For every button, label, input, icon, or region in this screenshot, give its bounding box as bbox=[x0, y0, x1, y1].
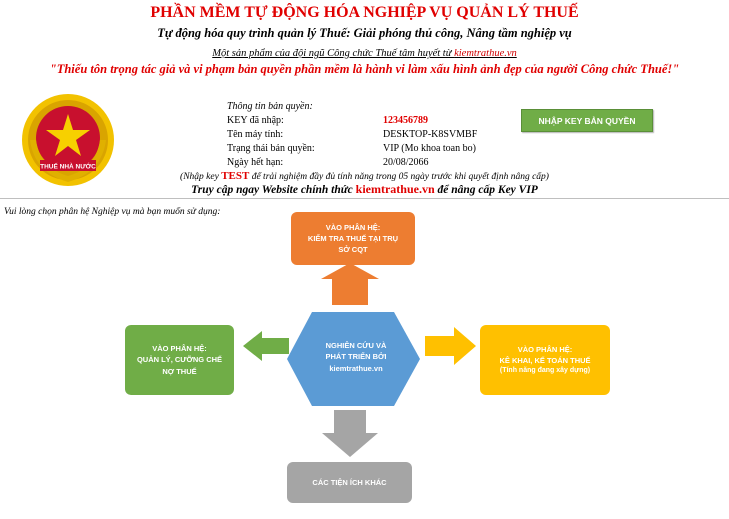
license-status-label: Trạng thái bản quyền: bbox=[227, 143, 315, 154]
module-tax-debt-line1: VÀO PHÂN HỆ: bbox=[152, 344, 207, 354]
center-line2: PHÁT TRIỂN BỞI bbox=[325, 352, 387, 362]
module-tax-accounting-button[interactable]: VÀO PHÂN HỆ: KÊ KHAI, KẾ TOÁN THUẾ (Tính… bbox=[480, 325, 610, 395]
module-tax-inspection-line2: KIỂM TRA THUẾ TẠI TRỤ bbox=[307, 233, 399, 243]
module-tax-accounting-line2: KÊ KHAI, KẾ TOÁN THUẾ bbox=[499, 355, 591, 365]
right-arrow-icon bbox=[425, 327, 476, 365]
module-tax-accounting-line3: (Tính năng đang xây dựng) bbox=[499, 367, 591, 374]
enter-license-key-button[interactable]: NHẬP KEY BẢN QUYỀN bbox=[521, 109, 653, 132]
expiry-date-label: Ngày hết hạn: bbox=[227, 157, 284, 168]
visit-suffix: để nâng cấp Key VIP bbox=[434, 184, 538, 196]
center-hexagon-text: NGHIÊN CỨU VÀ PHÁT TRIỂN BỞI kiemtrathue… bbox=[300, 340, 412, 374]
module-tax-inspection-button[interactable]: VÀO PHÂN HỆ: KIỂM TRA THUẾ TẠI TRỤ SỞ CQ… bbox=[291, 212, 415, 265]
left-arrow-icon bbox=[243, 331, 289, 361]
module-tax-debt-line2: QUẢN LÝ, CƯỠNG CHẾ bbox=[136, 355, 223, 365]
tax-emblem-icon: THUẾ NHÀ NƯỚC bbox=[22, 94, 114, 186]
computer-name-label: Tên máy tính: bbox=[227, 129, 284, 140]
module-diagram bbox=[243, 263, 476, 457]
app-subtitle: Tự động hóa quy trình quản lý Thuế: Giải… bbox=[157, 26, 572, 40]
license-caption: Thông tin bản quyền: bbox=[227, 101, 313, 112]
visit-website-note: Truy cập ngay Website chính thức kiemtra… bbox=[0, 182, 729, 197]
module-tax-accounting-line1: VÀO PHÂN HỆ: bbox=[517, 344, 573, 354]
license-key-label: KEY đã nhập: bbox=[227, 115, 284, 126]
logo-text: THUẾ NHÀ NƯỚC bbox=[40, 161, 96, 171]
module-tax-debt-button[interactable]: VÀO PHÂN HỆ: QUẢN LÝ, CƯỠNG CHẾ NỢ THUẾ bbox=[125, 325, 234, 395]
module-tax-inspection-line3: SỞ CQT bbox=[338, 245, 368, 255]
copyright-warning: "Thiếu tôn trọng tác giả và vi phạm bản … bbox=[49, 62, 680, 76]
module-other-utilities-button[interactable]: CÁC TIỆN ÍCH KHÁC bbox=[287, 462, 412, 503]
center-line3: kiemtrathue.vn bbox=[329, 363, 383, 373]
module-tax-debt-line3: NỢ THUẾ bbox=[162, 366, 197, 376]
product-credit-text: Một sản phẩm của đội ngũ Công chức Thuế … bbox=[212, 48, 455, 59]
license-status-value: VIP (Mo khoa toan bo) bbox=[383, 143, 476, 154]
trial-key: TEST bbox=[221, 170, 250, 182]
trial-note-suffix: để trải nghiệm đầy đủ tính năng trong 05… bbox=[249, 172, 549, 182]
visit-prefix: Truy cập ngay Website chính thức bbox=[191, 184, 356, 196]
module-tax-inspection-line1: VÀO PHÂN HỆ: bbox=[325, 222, 381, 232]
module-other-utilities-label: CÁC TIỆN ÍCH KHÁC bbox=[312, 477, 387, 487]
up-arrow-icon bbox=[321, 263, 379, 305]
module-prompt: Vui lòng chọn phân hệ Nghiệp vụ mà bạn m… bbox=[4, 207, 221, 217]
expiry-date-value: 20/08/2066 bbox=[383, 157, 429, 168]
down-arrow-icon bbox=[322, 410, 378, 457]
visit-site-link[interactable]: kiemtrathue.vn bbox=[355, 182, 435, 196]
app-title: PHẦN MỀM TỰ ĐỘNG HÓA NGHIỆP VỤ QUẢN LÝ T… bbox=[150, 4, 579, 21]
license-key-value: 123456789 bbox=[383, 115, 428, 126]
product-credit: Một sản phẩm của đội ngũ Công chức Thuế … bbox=[0, 48, 729, 59]
trial-note: (Nhập key TEST để trải nghiệm đầy đủ tín… bbox=[0, 170, 729, 182]
center-line1: NGHIÊN CỨU VÀ bbox=[325, 341, 387, 350]
center-hexagon bbox=[287, 312, 420, 406]
product-credit-link[interactable]: kiemtrathue.vn bbox=[454, 48, 517, 59]
section-divider bbox=[0, 198, 729, 199]
computer-name-value: DESKTOP-K8SVMBF bbox=[383, 129, 478, 140]
trial-note-prefix: (Nhập key bbox=[180, 172, 222, 182]
